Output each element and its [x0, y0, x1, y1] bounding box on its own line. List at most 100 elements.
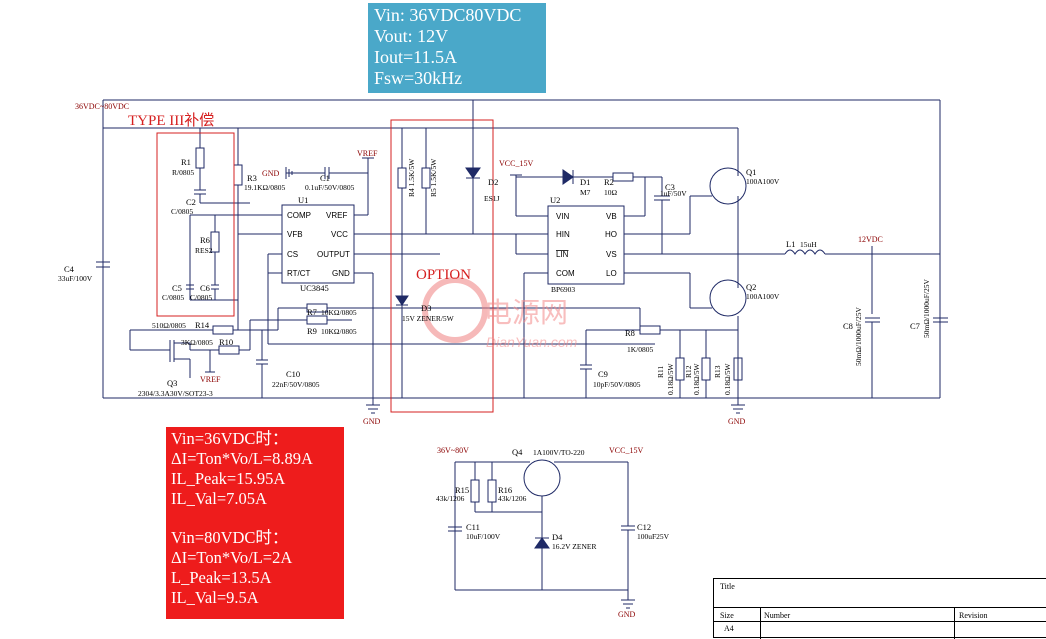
r9-val: 10KΩ/0805	[321, 327, 357, 336]
spec-vout: Vout: 12V	[374, 26, 449, 46]
c1-val: 0.1uF/50V/0805	[305, 183, 355, 192]
title-block: Title Size A4 Number Revision	[713, 578, 1046, 639]
c9-val: 10pF/50V/0805	[593, 380, 641, 389]
u1-pin-output: OUTPUT	[317, 250, 350, 259]
q2-ref: Q2	[746, 282, 756, 292]
r3-val: 19.1KΩ/0805	[244, 183, 285, 192]
net-36-80v: 36V~80V	[437, 446, 469, 455]
watermark-en: DianYuan.com	[486, 334, 578, 350]
q4-val: 1A100V/TO-220	[533, 448, 585, 457]
r8-val: 1K/0805	[627, 345, 654, 354]
r12-val: 0.18Ω/5W	[692, 362, 701, 395]
u2-ref: U2	[550, 195, 560, 205]
c11-ref: C11	[466, 522, 480, 532]
watermark-cn: 电源网	[484, 296, 568, 329]
u2-pin-com: COM	[556, 269, 575, 278]
u1-pin-cs: CS	[287, 250, 298, 259]
r13-ref: R13	[713, 365, 722, 378]
u2-name: BP6903	[551, 285, 575, 294]
u2-pin-vb: VB	[606, 212, 617, 221]
net-vcc15-1: VCC_15V	[499, 159, 533, 168]
d4-ref: D4	[552, 532, 563, 542]
gnd-label-3: GND	[618, 610, 636, 619]
c2-ref: C2	[186, 197, 196, 207]
q1-ref: Q1	[746, 167, 756, 177]
c3-ref: C3	[665, 182, 675, 192]
c12-val: 100uF25V	[637, 532, 670, 541]
calc-line-1: Vin=36VDC时：	[171, 429, 289, 448]
spec-box: Vin: 36VDC80VDC Vout: 12V Iout=11.5A Fsw…	[368, 3, 546, 93]
c7-val: 50mΩ/1000uF/25V	[922, 279, 931, 338]
d1-val: M7	[580, 188, 591, 197]
c2-val: C/0805	[171, 207, 193, 216]
r16-val: 43k/1206	[498, 494, 527, 503]
title-label: Title	[720, 582, 735, 591]
d3-ref: D3	[421, 303, 431, 313]
c11-val: 10uF/100V	[466, 532, 501, 541]
c5-ref: C5	[172, 283, 182, 293]
c9-ref: C9	[598, 369, 608, 379]
c12-ref: C12	[637, 522, 651, 532]
watermark-logo: 电源网 DianYuan.com	[422, 277, 578, 350]
r12-ref: R12	[684, 365, 693, 378]
q4-ref: Q4	[512, 447, 523, 457]
u2-pin-ho: HO	[605, 230, 617, 239]
calc-gap	[171, 509, 344, 528]
l1-ref: L1	[786, 239, 795, 249]
r2-ref: R2	[604, 177, 614, 187]
c10-ref: C10	[286, 369, 300, 379]
r7-val: 10KΩ/0805	[321, 308, 357, 317]
calc-line-6: ΔI=Ton*Vo/L=2A	[171, 548, 293, 567]
r11-val: 0.18Ω/5W	[666, 362, 675, 395]
gnd-label-1: GND	[363, 417, 381, 426]
u2-pin-vin: VIN	[556, 212, 570, 221]
calc-line-3: IL_Peak=15.95A	[171, 469, 286, 488]
calc-line-7: L_Peak=13.5A	[171, 568, 272, 587]
r10-val: 3KΩ/0805	[181, 338, 213, 347]
c3-val: 1uF/50V	[660, 189, 687, 198]
r8-ref: R8	[625, 328, 635, 338]
u1-pin-comp: COMP	[287, 211, 311, 220]
calc-line-2: ΔI=Ton*Vo/L=8.89A	[171, 449, 313, 468]
c10-val: 22nF/50V/0805	[272, 380, 320, 389]
net-vin: 36VDC~80VDC	[75, 102, 129, 111]
l1-val: 15uH	[800, 240, 817, 249]
u2-pin-vs: VS	[606, 250, 617, 259]
size-value: A4	[724, 624, 734, 633]
u1-name: UC3845	[300, 283, 329, 293]
q3-ref: Q3	[167, 378, 177, 388]
r16-ref: R16	[498, 485, 512, 495]
r3-ref: R3	[247, 173, 257, 183]
c8-ref: C8	[843, 321, 853, 331]
r10-ref: R10	[219, 337, 233, 347]
r5-label: R5 1.5K/5W	[429, 158, 438, 197]
calc-line-8: IL_Val=9.5A	[171, 588, 259, 607]
r14-ref: R14	[195, 320, 210, 330]
r15-val: 43k/1206	[436, 494, 465, 503]
c6-val: C/0805	[190, 293, 212, 302]
size-label: Size	[720, 611, 734, 620]
net-12vdc: 12VDC	[858, 235, 883, 244]
type3-label: TYPE III补偿	[128, 112, 214, 129]
c5-val: C/0805	[162, 293, 184, 302]
title-divider-2	[954, 607, 955, 639]
r15-ref: R15	[455, 485, 469, 495]
c4-ref: C4	[64, 264, 75, 274]
u1-pin-vcc: VCC	[331, 230, 348, 239]
c7-ref: C7	[910, 321, 920, 331]
r4-label: R4 1.5K/5W	[407, 158, 416, 197]
c4-val: 33uF/100V	[58, 274, 93, 283]
u2-pin-hin: HIN	[556, 230, 570, 239]
r6-val: RES2	[195, 246, 213, 255]
title-row	[714, 579, 1046, 608]
gnd-label-left: GND	[262, 169, 280, 178]
r14-val: 510Ω/0805	[152, 321, 186, 330]
r1-ref: R1	[181, 157, 191, 167]
r1-val: R/0805	[172, 168, 194, 177]
type3-box	[156, 132, 235, 317]
spec-vin: Vin: 36VDC80VDC	[374, 5, 522, 25]
d1-ref: D1	[580, 177, 590, 187]
c1-ref: C1	[320, 173, 330, 183]
u2-pin-lo: LO	[606, 269, 617, 278]
